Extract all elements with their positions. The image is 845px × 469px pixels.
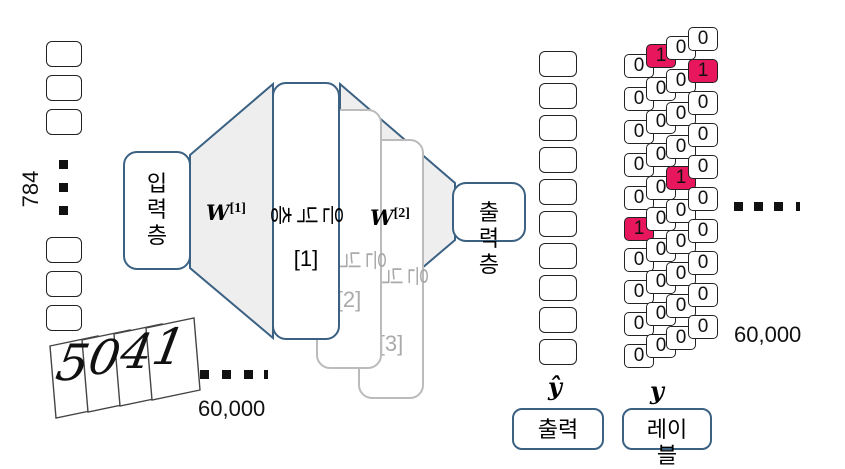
weight-w1: W[1] bbox=[206, 200, 246, 225]
label-digit-hot: 1 bbox=[688, 59, 718, 83]
mnist-images bbox=[49, 317, 201, 419]
hidden-layer-2-index: [2] bbox=[336, 287, 362, 312]
label-caption-box: 레이블 bbox=[622, 408, 712, 468]
label-digit: 0 bbox=[688, 187, 718, 211]
label-digit: 0 bbox=[688, 155, 718, 179]
prediction-caption: 출력 bbox=[537, 417, 579, 442]
label-digit: 0 bbox=[688, 315, 718, 339]
prediction-caption-box: 출력 bbox=[512, 408, 604, 450]
hidden-layer-1: 은닉층 [1] bbox=[268, 82, 345, 340]
label-caption: 레이블 bbox=[646, 417, 688, 468]
weight-w2: W[2] bbox=[370, 205, 410, 230]
hidden-layer-3-index: [3] bbox=[378, 331, 404, 356]
label-digit: 0 bbox=[688, 283, 718, 307]
prediction-symbol: ŷ bbox=[548, 372, 562, 401]
input-layer-label: 입력층 bbox=[146, 171, 168, 248]
labels-count-label: 60,000 bbox=[734, 322, 802, 347]
label-digit: 0 bbox=[688, 91, 718, 115]
hidden-layer-1-label: 은닉층 bbox=[268, 204, 345, 226]
label-symbol: y bbox=[650, 376, 664, 405]
input-layer: 입력층 bbox=[123, 151, 191, 270]
label-digit: 0 bbox=[688, 123, 718, 147]
label-digit: 0 bbox=[688, 251, 718, 275]
input-size-label: 784 bbox=[18, 170, 43, 208]
output-layer: 출력층 bbox=[452, 182, 526, 277]
output-layer-label: 출력층 bbox=[478, 200, 500, 277]
label-digit: 0 bbox=[688, 27, 718, 51]
label-digit: 0 bbox=[688, 219, 718, 243]
images-count-label: 60,000 bbox=[198, 396, 266, 421]
hidden-layer-1-index: [1] bbox=[293, 246, 319, 271]
